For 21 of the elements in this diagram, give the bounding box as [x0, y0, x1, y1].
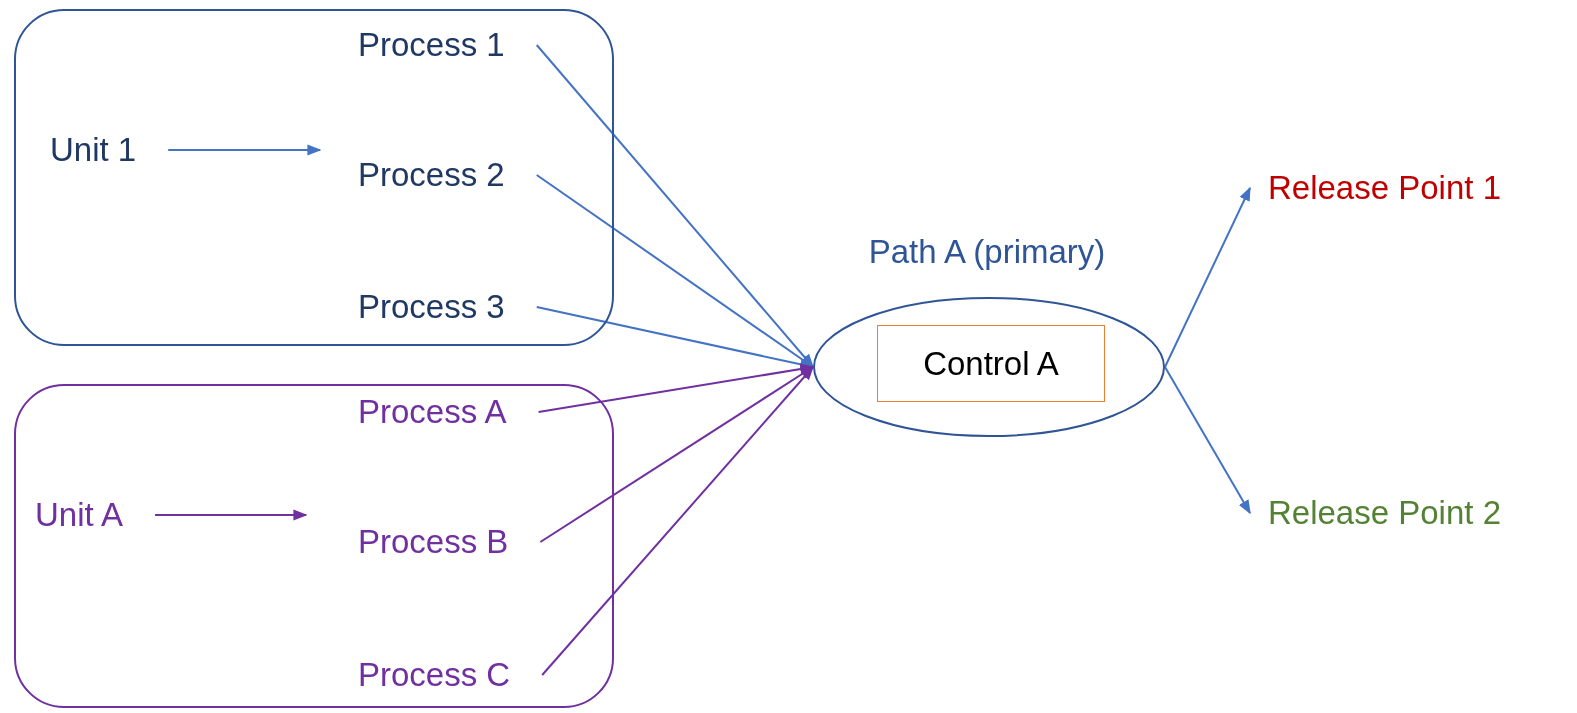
node-label: Process C [358, 655, 511, 695]
node-label: Unit A [35, 495, 124, 535]
path-heading: Path A (primary) [867, 232, 1107, 272]
arrow [1164, 186, 1251, 368]
node-label: Process B [358, 522, 509, 562]
group-container [14, 384, 614, 708]
node-label: Release Point 2 [1268, 493, 1501, 533]
node-label: Process 1 [358, 25, 505, 65]
arrow [1164, 366, 1251, 515]
control-box [877, 325, 1105, 402]
arrow [541, 365, 814, 676]
node-label: Process 3 [358, 287, 505, 327]
node-label: Release Point 1 [1268, 168, 1501, 208]
arrow [537, 363, 815, 413]
arrow [167, 144, 322, 156]
node-label: Control A [923, 343, 1059, 384]
arrow [154, 509, 308, 521]
node-label: Unit 1 [50, 130, 137, 170]
group-container [14, 9, 614, 346]
node-label: Process 2 [358, 155, 505, 195]
node-label: Process A [358, 392, 507, 432]
